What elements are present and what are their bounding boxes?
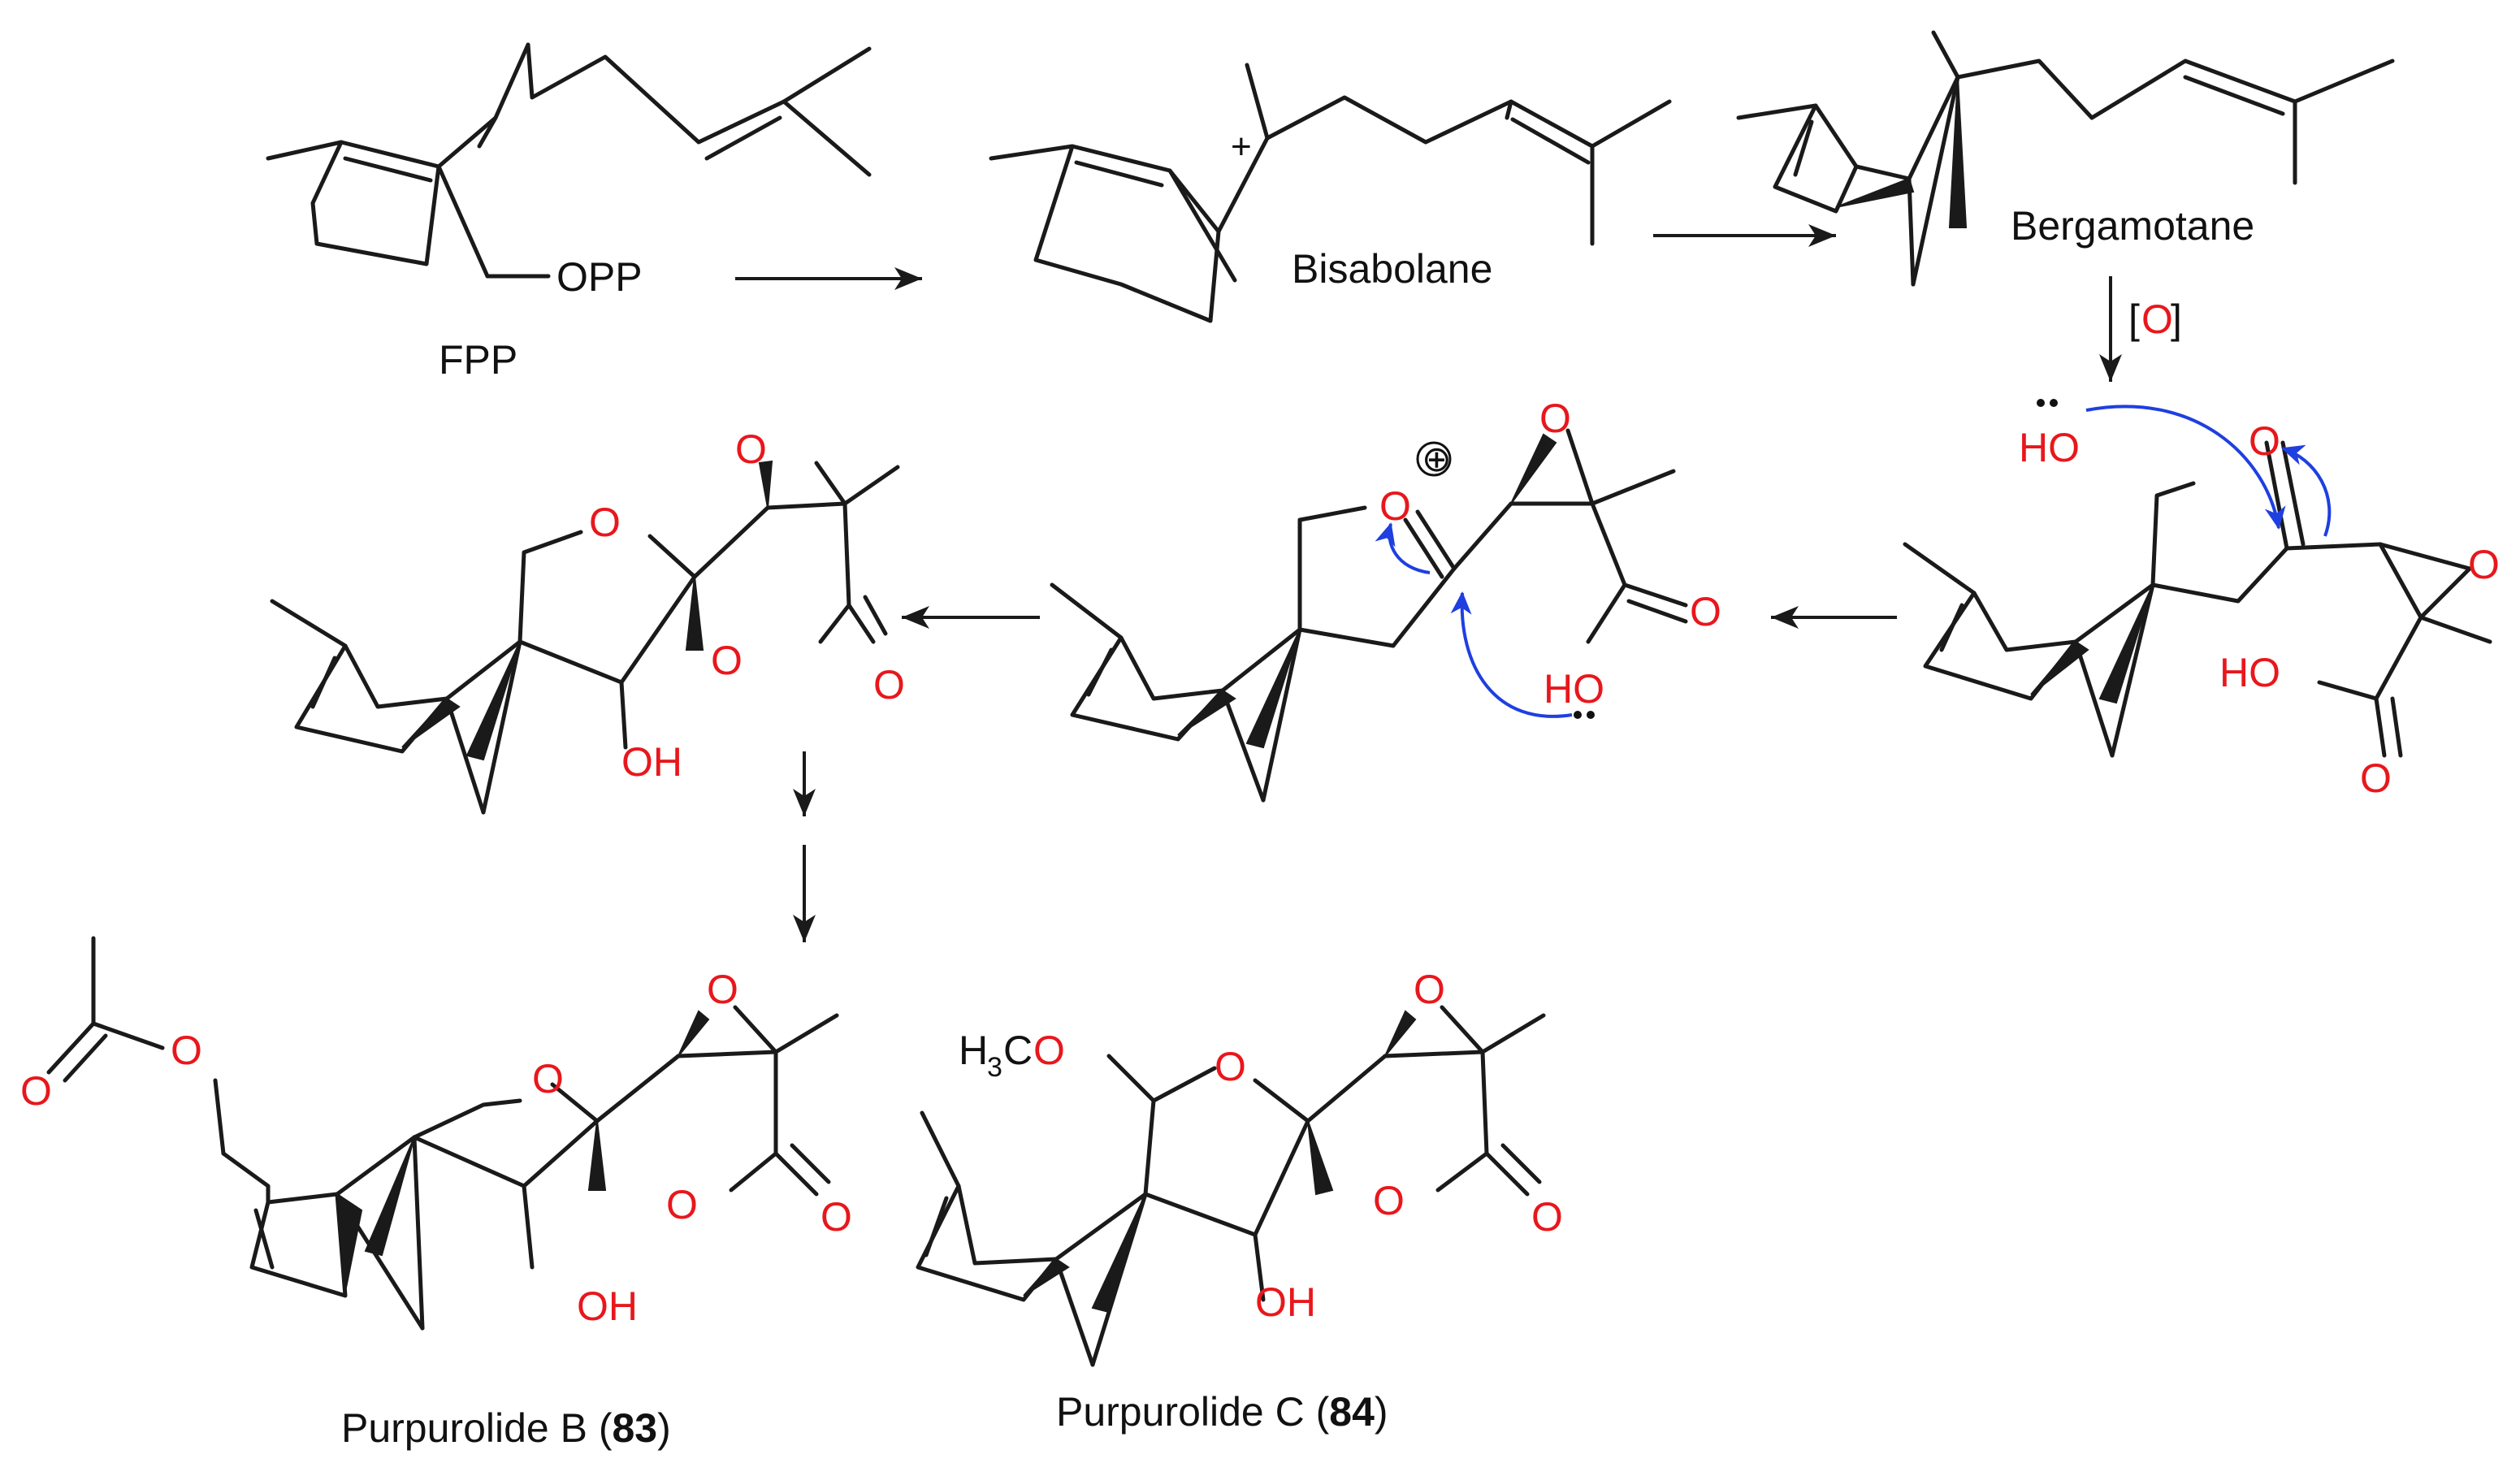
oxocarbenium-charge: ⊕ bbox=[1422, 439, 1452, 479]
purpurolide-b-label: Purpurolide B (83) bbox=[341, 1405, 671, 1451]
oxocarbenium-epoxide-o: O bbox=[1539, 396, 1571, 441]
keto-acid-epoxide-o: O bbox=[2468, 542, 2500, 587]
oxocarbenium-ho: HO bbox=[1544, 666, 1604, 712]
bergamotane-structure bbox=[1736, 30, 2395, 287]
spirolactone-lactone-o: O bbox=[711, 638, 743, 683]
electron-arrow-ho-attack bbox=[2085, 405, 2286, 530]
purpurolide-c-structure bbox=[916, 1005, 1546, 1367]
spirolactone-carbonyl-o: O bbox=[873, 662, 905, 708]
bisabolane-label: Bisabolane bbox=[1292, 246, 1492, 292]
fpp-label: FPP bbox=[439, 337, 517, 383]
purpurolide-c-methoxy-c: C bbox=[1003, 1028, 1033, 1073]
purpurolide-b-ester-carbonyl-o: O bbox=[20, 1068, 52, 1114]
purpurolide-c-carbonyl-o: O bbox=[1531, 1194, 1563, 1240]
keto-acid-keto-o: O bbox=[2249, 418, 2280, 464]
purpurolide-c-oh: OH bbox=[1255, 1279, 1316, 1325]
oxocarbenium-lone-pair-dot bbox=[1574, 711, 1582, 719]
spirolactone-structure bbox=[270, 460, 900, 815]
purpurolide-b-epoxide-o: O bbox=[707, 967, 738, 1012]
oxocarbenium-structure bbox=[1050, 428, 1688, 803]
spirolactone-epoxide-o: O bbox=[735, 426, 767, 472]
purpurolide-b-structure bbox=[46, 936, 839, 1331]
purpurolide-c-lactone-o: O bbox=[1373, 1178, 1405, 1223]
purpurolide-b-ester-o: O bbox=[171, 1028, 202, 1073]
electron-arrow-carbonyl bbox=[2281, 444, 2332, 537]
purpurolide-b-lactone-o: O bbox=[666, 1182, 698, 1227]
oxocarbenium-lone-pair-dot bbox=[1587, 711, 1595, 719]
keto-acid-structure bbox=[1903, 440, 2492, 758]
keto-acid-acid-o: O bbox=[2360, 755, 2392, 801]
bisabolane-structure bbox=[989, 63, 1672, 323]
purpurolide-b-ring-o: O bbox=[532, 1056, 564, 1102]
purpurolide-c-epoxide-o: O bbox=[1414, 967, 1445, 1012]
keto-acid-lone-pair-dot bbox=[2037, 399, 2045, 407]
oxidation-bracket-close: ] bbox=[2171, 296, 2182, 342]
purpurolide-c-label: Purpurolide C (84) bbox=[1056, 1389, 1388, 1435]
oxidation-reagent-o: O bbox=[2141, 296, 2173, 342]
fpp-structure bbox=[266, 42, 872, 279]
keto-acid-acid-ho: HO bbox=[2219, 650, 2280, 695]
electron-arrow-lactonization bbox=[1450, 591, 1573, 718]
fpp-opp-label: OPP bbox=[556, 254, 643, 300]
oxocarbenium-ring-o: O bbox=[1379, 483, 1411, 529]
oxidation-bracket-open: [ bbox=[2128, 296, 2140, 342]
oxocarbenium-acid-o: O bbox=[1690, 589, 1721, 634]
keto-acid-ho: HO bbox=[2019, 425, 2080, 470]
purpurolide-b-carbonyl-o: O bbox=[821, 1194, 852, 1240]
spirolactone-ring-o: O bbox=[589, 500, 621, 545]
bisabolane-cation-charge: + bbox=[1231, 127, 1252, 167]
purpurolide-c-methoxy-subscript: 3 bbox=[987, 1052, 1002, 1083]
purpurolide-c-methoxy-h: H bbox=[959, 1028, 988, 1073]
spirolactone-oh: OH bbox=[621, 739, 682, 785]
purpurolide-b-oh: OH bbox=[577, 1283, 638, 1329]
purpurolide-c-ring-o: O bbox=[1215, 1044, 1246, 1089]
oxocarbenium-charge-circle bbox=[1416, 441, 1452, 477]
purpurolide-c-methoxy-o: O bbox=[1033, 1028, 1065, 1073]
keto-acid-lone-pair-dot bbox=[2050, 399, 2058, 407]
bergamotane-label: Bergamotane bbox=[2011, 203, 2254, 249]
electron-arrow-oxocarbenium bbox=[1375, 522, 1431, 574]
